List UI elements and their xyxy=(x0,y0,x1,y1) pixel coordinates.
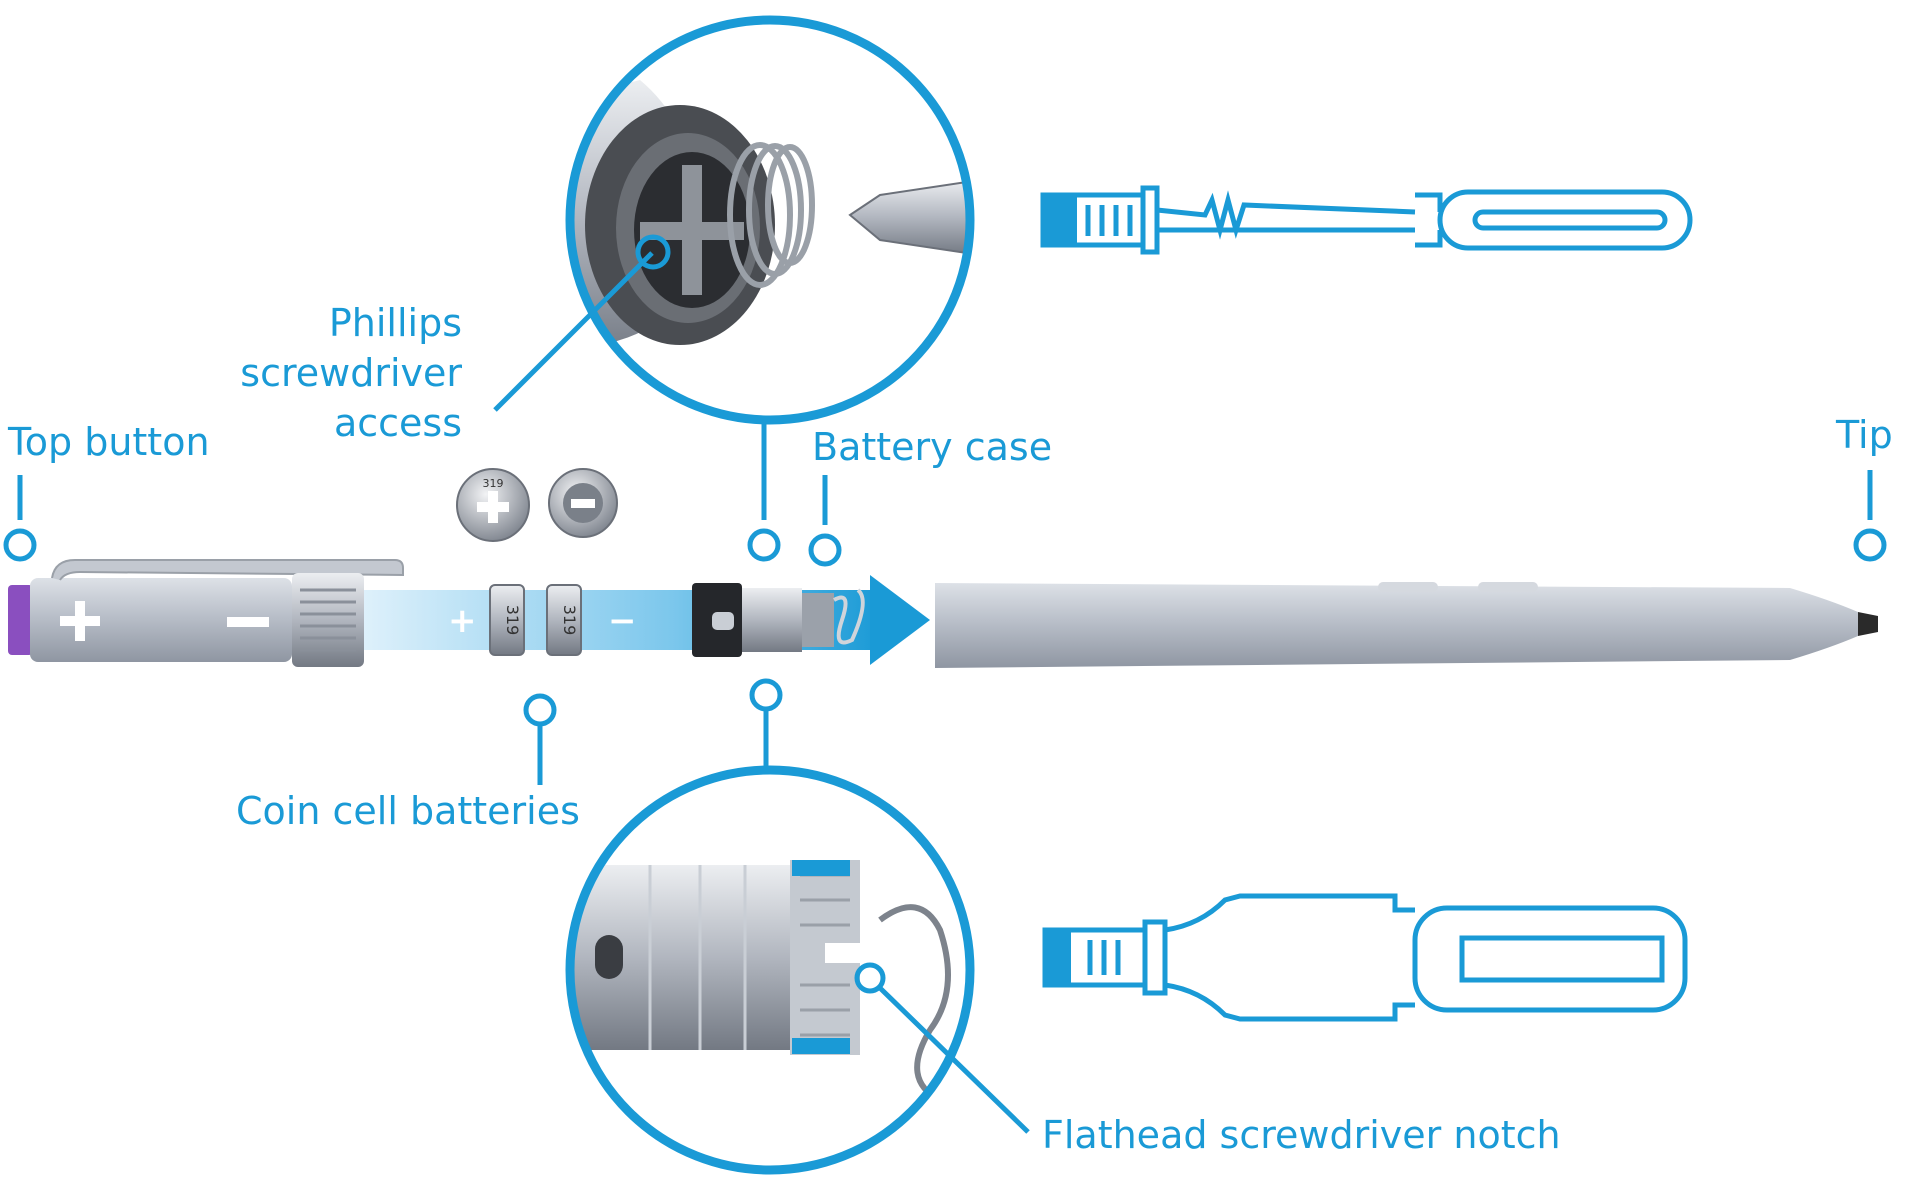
svg-text:319: 319 xyxy=(560,605,579,636)
label-coin-cell-batteries: Coin cell batteries xyxy=(236,789,580,833)
label-phillips-line1: Phillips xyxy=(328,301,462,345)
coin-cell-battery-2: 319 xyxy=(546,584,582,656)
battery-case xyxy=(692,583,865,657)
label-top-button: Top button xyxy=(8,420,210,464)
phillips-screwdriver-icon xyxy=(1040,185,1693,255)
assembly-arrow xyxy=(360,575,930,665)
flathead-zoom-circle xyxy=(565,765,975,1175)
arrow-minus: − xyxy=(608,601,637,641)
pen-barrel xyxy=(935,582,1878,668)
phillips-zoom-circle xyxy=(565,15,975,425)
label-battery-case: Battery case xyxy=(812,425,1053,469)
coin-cell-battery-1: 319 xyxy=(489,584,525,656)
phillips-leader-line xyxy=(493,251,654,412)
label-phillips-line2: screwdriver xyxy=(240,351,462,395)
flathead-screwdriver-icon xyxy=(1042,893,1688,1022)
label-flathead-notch: Flathead screwdriver notch xyxy=(1042,1113,1561,1157)
arrow-plus: + xyxy=(448,601,477,641)
coin-cell-minus-icon xyxy=(548,468,618,538)
coin-cell-plus-icon: 319 xyxy=(456,468,530,542)
top-button-cap xyxy=(8,559,404,667)
label-tip: Tip xyxy=(1836,413,1893,457)
label-phillips-line3: access xyxy=(333,401,462,445)
flathead-leader-line xyxy=(878,986,1030,1134)
svg-text:319: 319 xyxy=(503,605,522,636)
svg-text:319: 319 xyxy=(483,477,504,490)
callout-pins xyxy=(3,420,1887,785)
